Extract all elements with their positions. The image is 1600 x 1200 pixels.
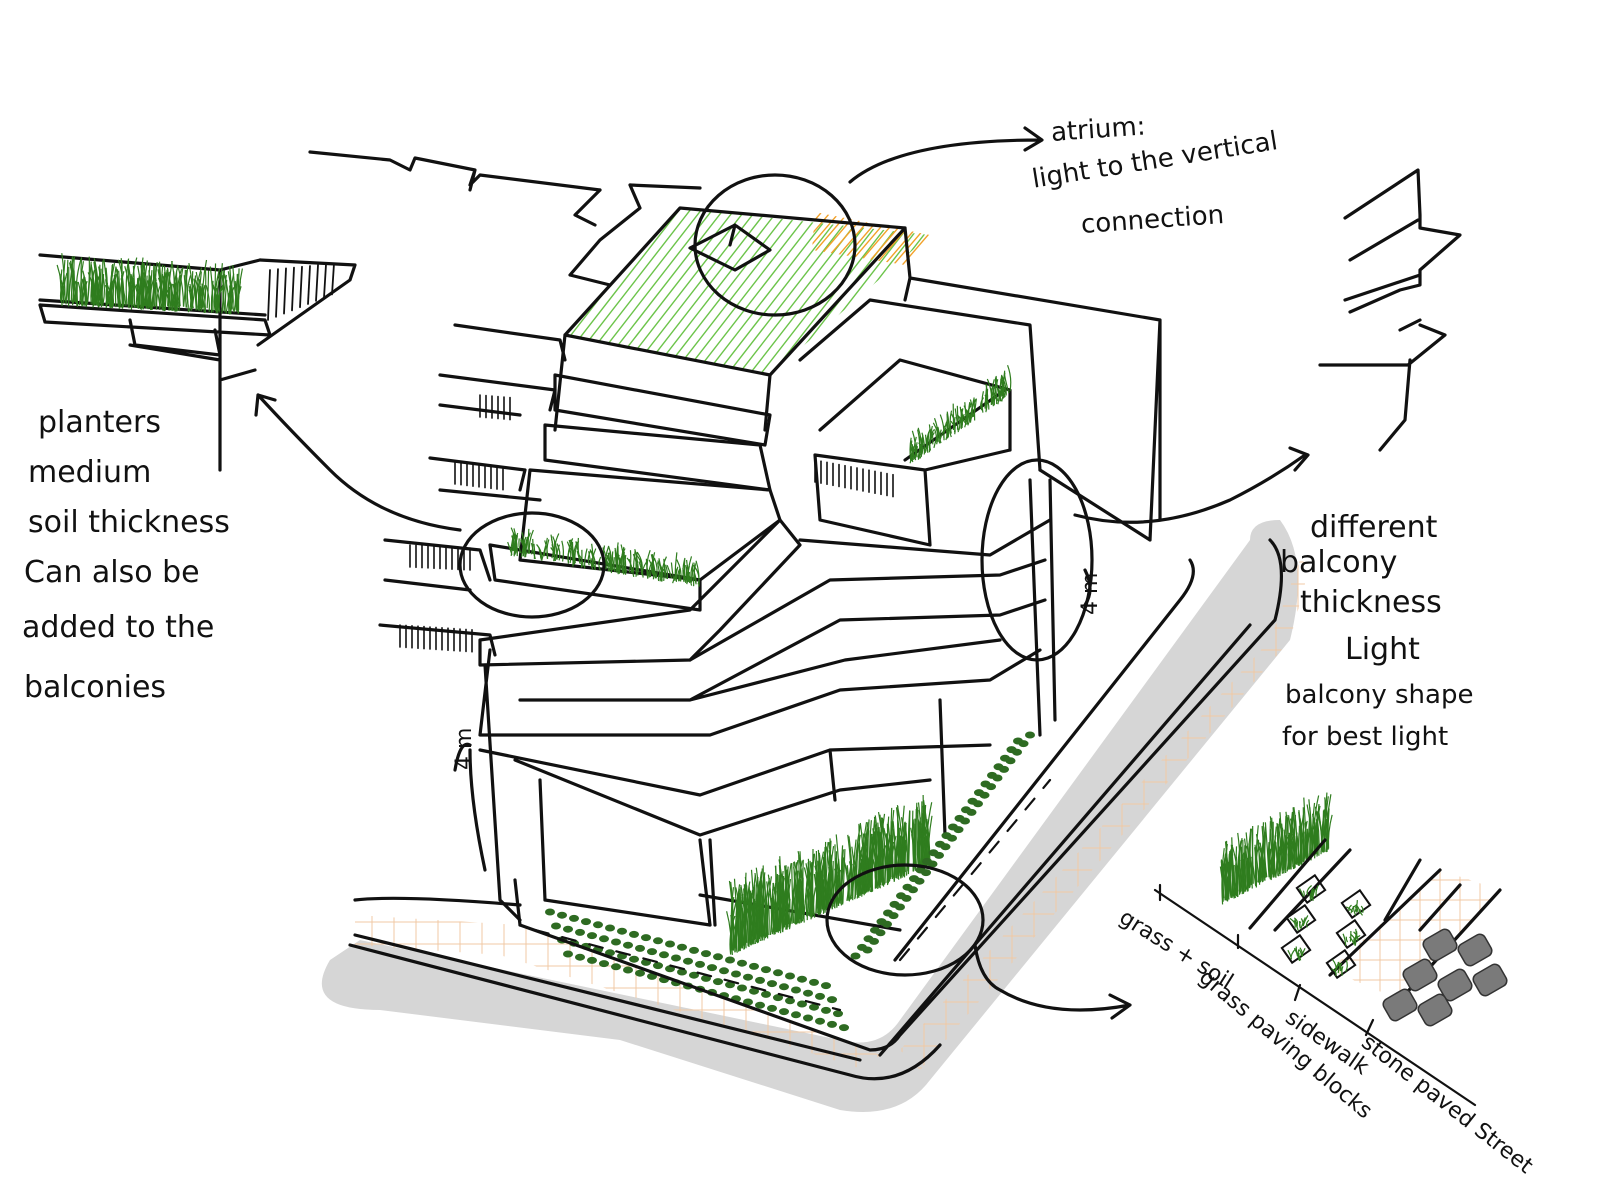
planters-line-3: soil thickness [28,505,230,541]
atrium-callout-circle [695,175,855,315]
grass-balcony-right [910,365,1011,463]
atrium-title: atrium: [1050,111,1147,149]
planters-line-2: medium [28,455,151,491]
balcony-section-detail [1320,170,1460,450]
planter-callout-arrow [256,395,460,530]
left-balcony-lines [380,325,565,655]
lower-floors [480,480,1055,925]
tower-main-outline [555,228,1160,540]
balcony-slab-3 [520,470,780,580]
upper-slab-outline [310,152,700,285]
balcony-line-5: balcony shape [1285,680,1473,711]
planters-line-1: planters [38,405,161,441]
balcony-line-2: balcony [1280,545,1397,581]
green-roof-hatch [360,200,1193,380]
balcony-line-3: thickness [1300,585,1442,621]
balcony-line-6: for best light [1282,722,1448,753]
balcony-callout-arrow [1075,448,1308,522]
height-label-left: 4 m [452,728,478,770]
ground-shadow [322,520,1298,1112]
planters-line-5: added to the [22,610,214,646]
planters-line-4: Can also be [24,555,200,591]
balcony-line-4: Light [1345,632,1420,668]
atrium-callout-arrow [850,128,1042,182]
height-label-right: 4 m [1078,573,1104,615]
balcony-line-1: different [1310,510,1437,546]
planters-line-6: balconies [24,670,166,706]
